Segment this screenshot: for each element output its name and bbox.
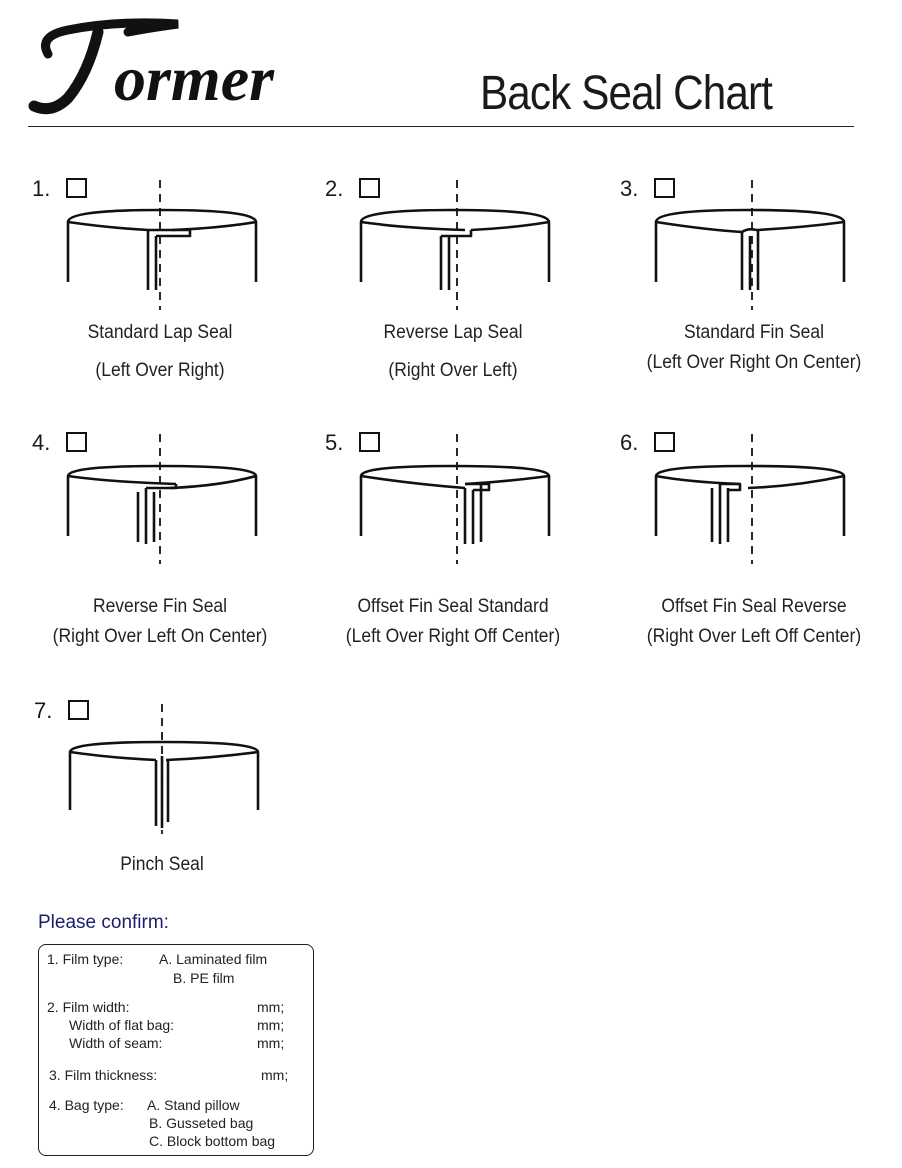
- option-title: Pinch Seal: [120, 854, 204, 875]
- option-number: 5.: [325, 430, 344, 455]
- film-thickness-unit: mm;: [261, 1067, 289, 1083]
- flat-bag-width-label: Width of flat bag:: [69, 1017, 175, 1033]
- option-subtitle: (Right Over Left On Center): [52, 626, 268, 647]
- option-checkbox[interactable]: [654, 432, 675, 452]
- option-subtitle: (Left Over Right Off Center): [345, 626, 561, 647]
- reverse-fin-seal-icon: [66, 434, 258, 564]
- option-subtitle: (Left Over Right): [95, 360, 225, 381]
- seam-width-label: Width of seam:: [69, 1035, 163, 1051]
- offset-fin-seal-standard-icon: [359, 434, 551, 564]
- confirm-box: 1. Film type: A. Laminated film B. PE fi…: [38, 944, 314, 1156]
- option-number: 6.: [620, 430, 639, 455]
- header-divider: [28, 126, 854, 127]
- option-number: 7.: [34, 698, 53, 723]
- chart-title: Back Seal Chart: [480, 67, 773, 120]
- seal-option-5: 5. Offset Fin Seal Standard (Left Over R…: [325, 430, 615, 660]
- standard-lap-seal-icon: [66, 180, 258, 310]
- bag-type-option-a[interactable]: A. Stand pillow: [147, 1097, 240, 1113]
- option-number: 2.: [325, 176, 344, 201]
- option-subtitle: (Right Over Left Off Center): [646, 626, 862, 647]
- film-type-option-a[interactable]: A. Laminated film: [159, 951, 268, 967]
- option-checkbox[interactable]: [654, 178, 675, 198]
- option-title: Reverse Fin Seal: [92, 596, 228, 617]
- option-title: Standard Fin Seal: [684, 322, 824, 343]
- film-type-label: 1. Film type:: [47, 951, 124, 967]
- film-width-unit: mm;: [257, 999, 285, 1015]
- option-checkbox[interactable]: [66, 178, 87, 198]
- option-subtitle: (Left Over Right On Center): [646, 352, 862, 373]
- option-title: Offset Fin Seal Standard: [357, 596, 549, 617]
- option-number: 1.: [32, 176, 51, 201]
- seal-option-1: 1. Standard Lap Seal (Left Over Right): [32, 176, 322, 406]
- option-number: 4.: [32, 430, 51, 455]
- svg-text:ormer: ormer: [114, 43, 275, 114]
- option-subtitle: (Right Over Left): [388, 360, 518, 381]
- option-number: 3.: [620, 176, 639, 201]
- option-checkbox[interactable]: [68, 700, 89, 720]
- standard-fin-seal-icon: [654, 180, 846, 310]
- bag-type-option-b[interactable]: B. Gusseted bag: [149, 1115, 254, 1131]
- offset-fin-seal-reverse-icon: [654, 434, 846, 564]
- option-title: Standard Lap Seal: [87, 322, 233, 343]
- seal-option-3: 3. Standard Fin Seal (Left Over Right On…: [620, 176, 902, 406]
- seal-option-6: 6. Offset Fin Seal Reverse (Right Over L…: [620, 430, 902, 660]
- reverse-lap-seal-icon: [359, 180, 551, 310]
- option-title: Reverse Lap Seal: [383, 322, 523, 343]
- film-width-label: 2. Film width:: [47, 999, 130, 1015]
- option-checkbox[interactable]: [359, 432, 380, 452]
- seal-option-2: 2. Reverse Lap Seal (Right Over Left): [325, 176, 615, 406]
- bag-type-label: 4. Bag type:: [49, 1097, 124, 1113]
- bag-type-option-c[interactable]: C. Block bottom bag: [149, 1133, 276, 1149]
- seal-option-7: 7. Pinch Seal: [34, 698, 324, 928]
- film-type-option-b[interactable]: B. PE film: [173, 970, 235, 986]
- option-title: Offset Fin Seal Reverse: [661, 596, 847, 617]
- former-logo: ormer: [28, 18, 275, 115]
- film-thickness-label: 3. Film thickness:: [49, 1067, 158, 1083]
- pinch-seal-icon: [68, 704, 260, 834]
- seal-option-4: 4. Reverse Fin Seal (Right Over Left On …: [32, 430, 322, 660]
- seam-width-unit: mm;: [257, 1035, 285, 1051]
- option-checkbox[interactable]: [359, 178, 380, 198]
- option-checkbox[interactable]: [66, 432, 87, 452]
- flat-bag-width-unit: mm;: [257, 1017, 285, 1033]
- confirm-title: Please confirm:: [38, 912, 169, 933]
